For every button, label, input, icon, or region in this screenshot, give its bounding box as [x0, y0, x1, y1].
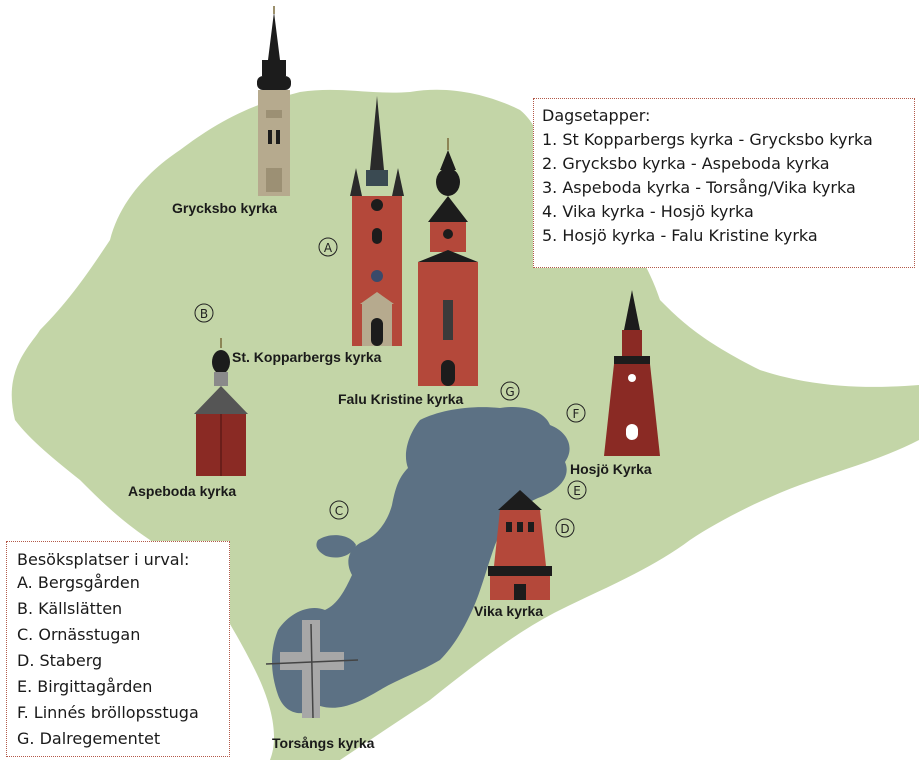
svg-text:G: G — [505, 385, 514, 399]
kopparberg-church-icon — [350, 96, 404, 346]
label-aspeboda: Aspeboda kyrka — [128, 483, 236, 499]
route-item: 3. Aspeboda kyrka - Torsång/Vika kyrka — [542, 178, 856, 197]
visit-item: E. Birgittagården — [17, 677, 153, 696]
svg-text:B: B — [200, 307, 208, 321]
lake-bay — [316, 535, 356, 558]
visit-item: D. Staberg — [17, 651, 103, 670]
svg-text:E: E — [573, 484, 581, 498]
kristine-church-icon — [418, 138, 478, 386]
marker-a: A — [318, 237, 338, 257]
grycksbo-church-icon — [257, 6, 291, 196]
visit-item: A. Bergsgården — [17, 573, 140, 592]
visit-item: F. Linnés bröllopsstuga — [17, 703, 199, 722]
torsang-cross-icon — [265, 620, 359, 719]
aspeboda-church-icon — [194, 338, 248, 476]
svg-text:D: D — [560, 522, 569, 536]
route-legend: Dagsetapper: 1. St Kopparbergs kyrka - G… — [533, 98, 915, 268]
route-item: 2. Grycksbo kyrka - Aspeboda kyrka — [542, 154, 830, 173]
label-vika: Vika kyrka — [474, 603, 543, 619]
hosjo-church-icon — [604, 290, 660, 456]
visit-item: G. Dalregementet — [17, 729, 161, 748]
label-hosjo: Hosjö Kyrka — [570, 461, 652, 477]
marker-c: C — [329, 500, 349, 520]
label-grycksbo: Grycksbo kyrka — [172, 200, 277, 216]
route-item: 4. Vika kyrka - Hosjö kyrka — [542, 202, 754, 221]
visit-legend: Besöksplatser i urval: A. Bergsgården B.… — [6, 541, 230, 757]
marker-d: D — [555, 518, 575, 538]
visit-item: C. Ornässtugan — [17, 625, 141, 644]
svg-text:F: F — [573, 407, 580, 421]
marker-g: G — [500, 381, 520, 401]
label-kristine: Falu Kristine kyrka — [338, 391, 463, 407]
marker-f: F — [566, 403, 586, 423]
marker-e: E — [567, 480, 587, 500]
route-legend-title: Dagsetapper: — [542, 106, 651, 125]
route-item: 1. St Kopparbergs kyrka - Grycksbo kyrka — [542, 130, 873, 149]
visit-legend-title: Besöksplatser i urval: — [17, 550, 190, 569]
label-kopparberg: St. Kopparbergs kyrka — [232, 349, 382, 365]
visit-item: B. Källslätten — [17, 599, 123, 618]
svg-text:C: C — [335, 504, 343, 518]
lake-area — [272, 406, 570, 714]
vika-church-icon — [488, 490, 552, 600]
label-torsang: Torsångs kyrka — [272, 735, 375, 751]
route-item: 5. Hosjö kyrka - Falu Kristine kyrka — [542, 226, 818, 245]
svg-text:A: A — [324, 241, 333, 255]
marker-b: B — [194, 303, 214, 323]
